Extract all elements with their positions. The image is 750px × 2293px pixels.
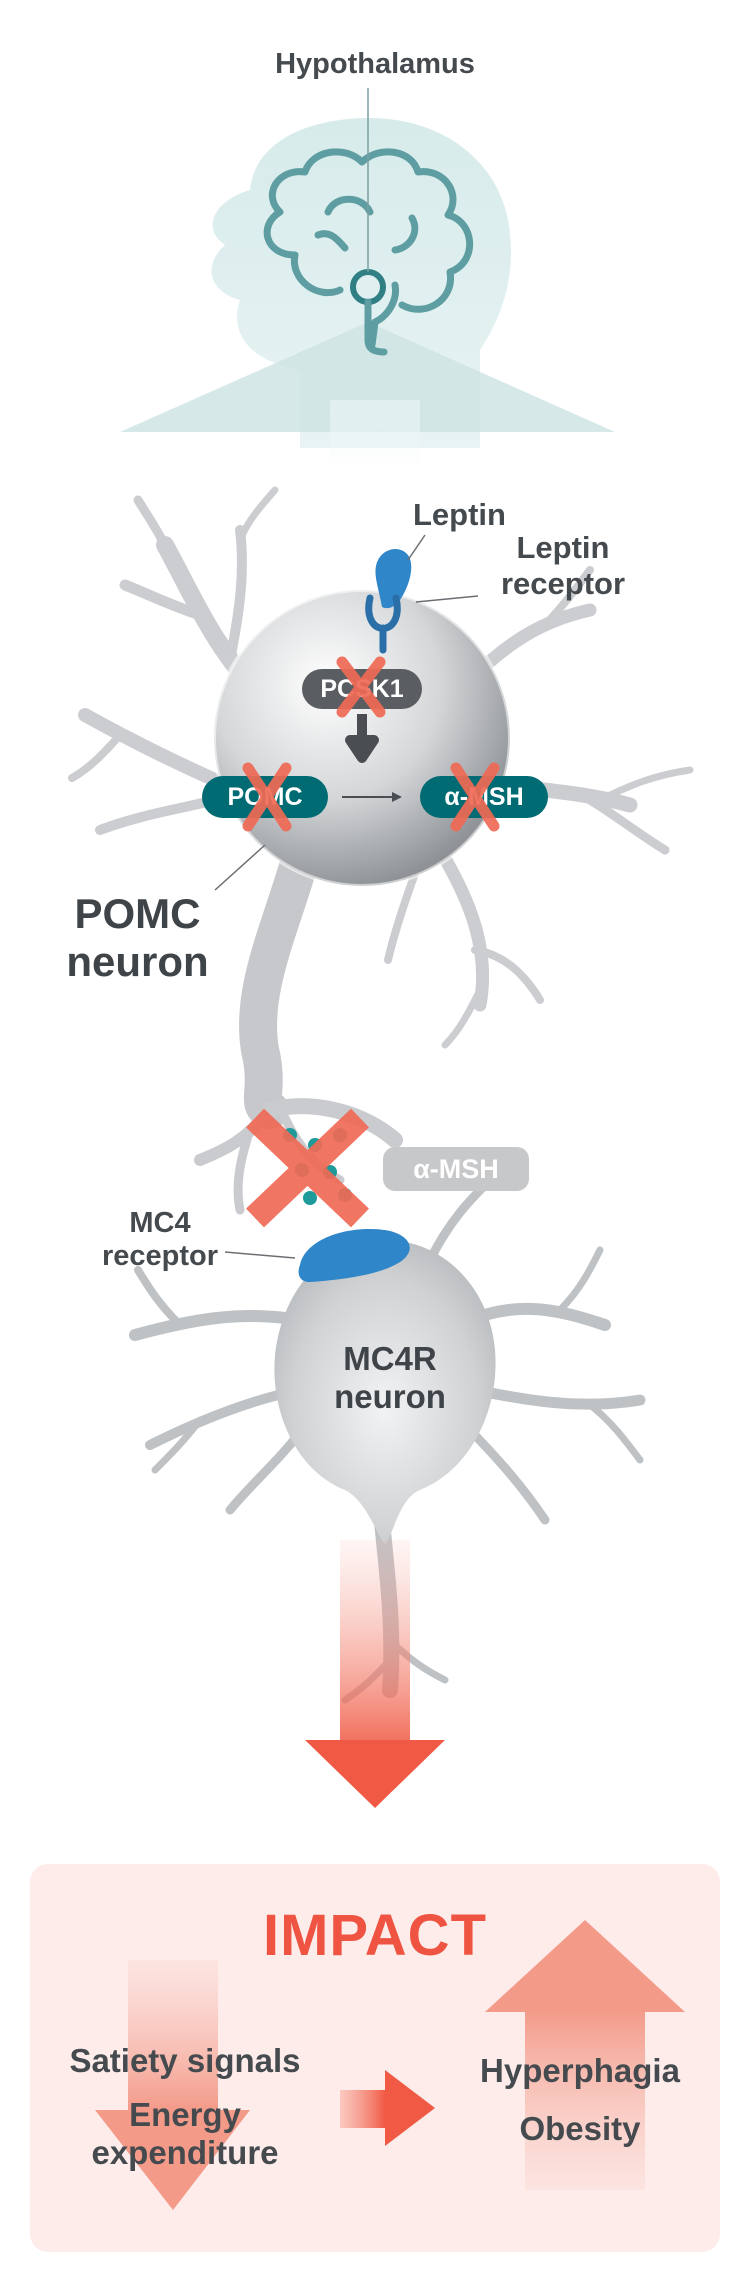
released-alpha-msh-pill: α-MSH <box>383 1147 529 1191</box>
leptin-receptor-icon <box>365 594 401 654</box>
pomc-pill: POMC <box>202 776 328 818</box>
leptin-receptor-label: Leptin receptor <box>500 530 626 601</box>
impact-title: IMPACT <box>262 1903 487 1968</box>
pomc-neuron-label: POMC neuron <box>66 890 209 986</box>
mc4r-neuron-label: MC4R neuron <box>334 1340 446 1415</box>
hypothalamus-label: Hypothalamus <box>275 48 475 80</box>
signal-arrow-shaft <box>340 1540 410 1740</box>
axon-terminal <box>194 1098 403 1215</box>
alpha-msh-pill: α-MSH <box>420 776 548 818</box>
energy-expenditure-label: Energy expenditure <box>91 2096 279 2171</box>
signal-arrow-head <box>305 1740 445 1808</box>
pcsk1-arrow <box>345 714 379 763</box>
mc4r-cell-body <box>274 1240 496 1545</box>
leptin-label: Leptin <box>413 497 506 532</box>
leptin-icon <box>375 548 412 609</box>
satiety-signals-label: Satiety signals <box>69 2042 301 2079</box>
hyperphagia-label: Hyperphagia <box>480 2052 680 2089</box>
pcsk1-pill: PCSK1 <box>302 669 422 709</box>
mc4-receptor-icon <box>298 1229 410 1282</box>
pomc-axon <box>239 841 319 1129</box>
head-silhouette <box>120 118 615 480</box>
obesity-label: Obesity <box>519 2110 641 2147</box>
mc4-receptor-label: MC4 receptor <box>101 1207 219 1273</box>
